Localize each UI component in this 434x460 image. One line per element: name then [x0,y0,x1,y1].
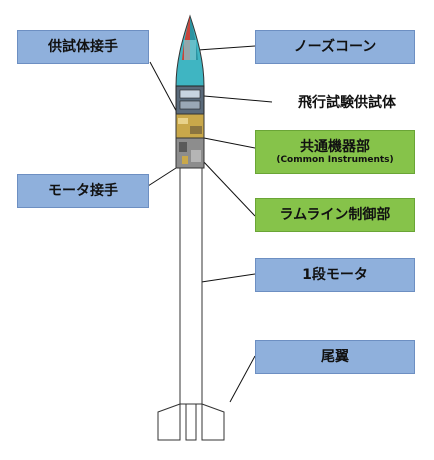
label-nose-cone: ノーズコーン [255,30,415,64]
label-common-equipment: 共通機器部 (Common Instruments) [255,130,415,174]
label-nose-cone-text: ノーズコーン [293,39,377,55]
leader-motor-adapter [147,167,177,187]
label-flight-test-article: 飛行試験供試体 [272,88,422,118]
leader-common-equipment [203,137,256,149]
nose-cone-shape [175,14,205,87]
ramline-control-shape [175,137,205,169]
tail-fin-shape [157,403,225,441]
flight-test-article-shape [175,85,205,115]
label-motor-adapter: モータ接手 [17,174,149,208]
label-common-equipment-en: (Common Instruments) [276,155,394,165]
leader-tail-fin [229,355,256,403]
label-first-stage-motor: 1段モータ [255,258,415,292]
common-equipment-shape [175,113,205,139]
label-ramline-control-text: ラムライン制御部 [279,207,391,223]
label-test-adapter-text: 供試体接手 [48,39,118,55]
motor-body-shape [179,167,203,405]
label-flight-test-article-text: 飛行試験供試体 [298,95,396,111]
label-common-equipment-text: 共通機器部 [300,139,370,155]
label-test-adapter: 供試体接手 [17,30,149,64]
label-ramline-control: ラムライン制御部 [255,198,415,232]
label-first-stage-motor-text: 1段モータ [302,267,368,283]
label-tail-fin: 尾翼 [255,340,415,374]
leader-flight-test-article [203,95,273,103]
leader-test-adapter [149,61,181,119]
label-motor-adapter-text: モータ接手 [48,183,118,199]
leader-ramline [201,159,256,217]
leader-nose-cone [197,45,256,51]
label-tail-fin-text: 尾翼 [321,349,349,365]
